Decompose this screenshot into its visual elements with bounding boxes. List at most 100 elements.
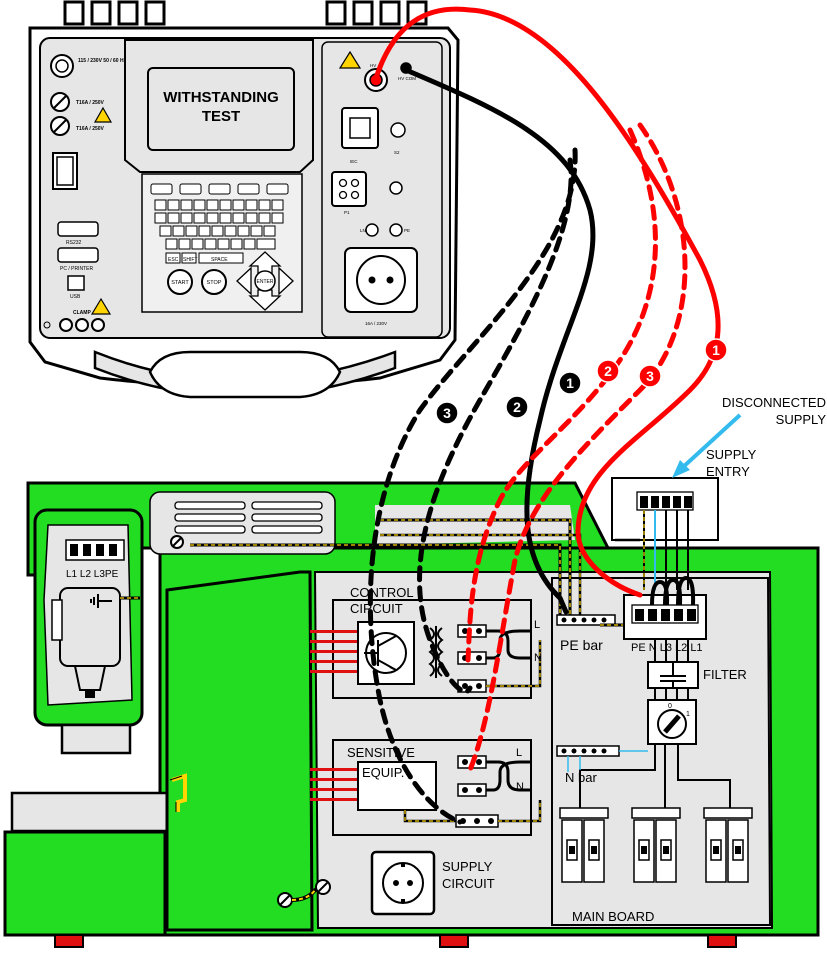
hv-warning-icon: [338, 50, 362, 69]
supply-entry-label-1: SUPPLY: [706, 447, 757, 462]
usb-port[interactable]: [67, 275, 85, 291]
hv-com-label: HV COM: [398, 76, 416, 81]
screen-line-1: WITHSTANDING: [163, 89, 279, 106]
n-bar-label: N bar: [565, 770, 597, 785]
main-board-label: MAIN BOARD: [572, 909, 654, 924]
stop-button[interactable]: [201, 269, 227, 295]
supply-arrow-icon: [680, 413, 742, 470]
motor-terminal-labels: L1 L2 L3PE: [66, 569, 119, 580]
breaker-group-1[interactable]: [559, 807, 609, 883]
switch-off-label: 0: [668, 703, 672, 710]
badge-black-1: [558, 371, 582, 395]
fuse2-label: T16A / 250V: [76, 126, 105, 132]
breaker-group-2[interactable]: [631, 807, 681, 883]
clamp-jack-2[interactable]: [75, 318, 89, 332]
sensitive-equip-label-1: SENSITIVE: [347, 745, 415, 760]
esc-key-label: ESC: [168, 257, 179, 263]
foot-right: [707, 934, 737, 948]
breaker-group-3[interactable]: [703, 807, 753, 883]
switch-on-label: 1: [686, 711, 690, 718]
display-screen: [147, 67, 295, 151]
socket-rating-label: 16A / 230V: [365, 321, 387, 326]
lead-red-3: [467, 122, 688, 773]
s2-jack[interactable]: [390, 122, 406, 138]
foot-left: [54, 934, 84, 948]
badge-black-3: [435, 401, 459, 425]
shift-key-label: SHIFT: [183, 257, 197, 263]
sensitive-N-label: N: [516, 781, 524, 793]
annotations: DISCONNECTED SUPPLY SUPPLY ENTRY: [672, 395, 826, 479]
esc-key[interactable]: [165, 252, 181, 264]
p1-label: P1: [344, 210, 350, 215]
test-instrument: 115 / 230V 50 / 60 Hz 16 A T16A / 250V T…: [28, 0, 460, 399]
s2-label: S2: [394, 150, 400, 155]
warning-icon: [93, 106, 113, 123]
supply-circuit-label-1: SUPPLY: [442, 859, 493, 874]
badge-red-3-text: 3: [646, 368, 654, 384]
arrow-pad[interactable]: [236, 251, 294, 311]
shift-key[interactable]: [181, 252, 197, 264]
motor-stand: [60, 723, 132, 755]
lead-black-2: [417, 157, 574, 694]
motor-terminals: [65, 539, 125, 561]
fuse1-label: T16A / 250V: [76, 100, 105, 106]
badge-black-3-text: 3: [443, 405, 451, 421]
start-button-label: START: [171, 280, 189, 286]
control-L-label: L: [534, 619, 540, 631]
iec-label: IEC: [350, 159, 358, 164]
clamp-jack-1[interactable]: [59, 318, 73, 332]
keyboard-grid[interactable]: [150, 183, 289, 250]
pe-wiring: [120, 518, 640, 615]
clamp-warning-icon: [90, 297, 112, 315]
mains-inlet-icon: [50, 54, 74, 78]
start-button[interactable]: [167, 269, 193, 295]
screen-line-2: TEST: [202, 108, 240, 125]
instrument-top-clips: [63, 0, 428, 26]
enter-key-label: ENTER: [257, 279, 274, 285]
motor-earth-icon: [90, 594, 112, 608]
foot-center: [439, 934, 469, 948]
sensitive-L-label: L: [516, 747, 522, 759]
cabinet-step: [10, 791, 169, 833]
ln-label: LN: [360, 228, 366, 233]
control-circuit-label-2: CIRCUIT: [350, 601, 403, 616]
clamp-label: CLAMP: [73, 310, 91, 316]
badge-red-2-text: 2: [604, 363, 612, 379]
machine-cabinet: L1 L2 L3PE: [3, 477, 820, 948]
disconnected-supply-label-1: DISCONNECTED: [722, 395, 826, 410]
badge-black-2-text: 2: [513, 399, 521, 415]
sensitive-equip-label-2: EQUIP.: [362, 765, 404, 780]
sensitive-module: [357, 761, 437, 811]
space-key[interactable]: [198, 252, 244, 264]
badge-red-2: [596, 359, 620, 383]
disconnected-supply-label-2: SUPPLY: [776, 412, 827, 427]
filter-label: FILTER: [703, 667, 747, 682]
pe-label: PE: [404, 228, 410, 233]
instrument-handle-grip: [148, 350, 342, 399]
pc-printer-port[interactable]: [57, 247, 99, 263]
rs232-label: RS232: [66, 240, 82, 246]
roof-trunk-right: [375, 505, 575, 545]
badge-black-2: [505, 395, 529, 419]
mains-rating-label: 115 / 230V 50 / 60 Hz 16 A: [78, 58, 138, 64]
aux-jack[interactable]: [389, 181, 403, 195]
ln-jack[interactable]: [365, 223, 379, 237]
rs232-port[interactable]: [57, 221, 99, 237]
control-circuit-label-1: CONTROL: [350, 585, 414, 600]
lead-badges: 1 1 2 2 3 3: [435, 338, 728, 425]
pe-jack[interactable]: [389, 223, 403, 237]
space-key-label: SPACE: [211, 257, 228, 263]
p1-socket[interactable]: [331, 171, 367, 207]
supply-circuit-label-2: CIRCUIT: [442, 876, 495, 891]
supply-entry-label-2: ENTRY: [706, 464, 750, 479]
control-N-label: N: [534, 652, 542, 664]
cabinet-door[interactable]: [165, 570, 314, 932]
lead-black-3: [367, 147, 578, 825]
hv-jack-label: HV: [370, 63, 376, 68]
test-leads: [367, 6, 721, 825]
cabinet-base: [3, 830, 167, 937]
door-handle[interactable]: [171, 773, 187, 812]
clamp-jack-3[interactable]: [91, 318, 105, 332]
badge-red-3: [638, 364, 662, 388]
